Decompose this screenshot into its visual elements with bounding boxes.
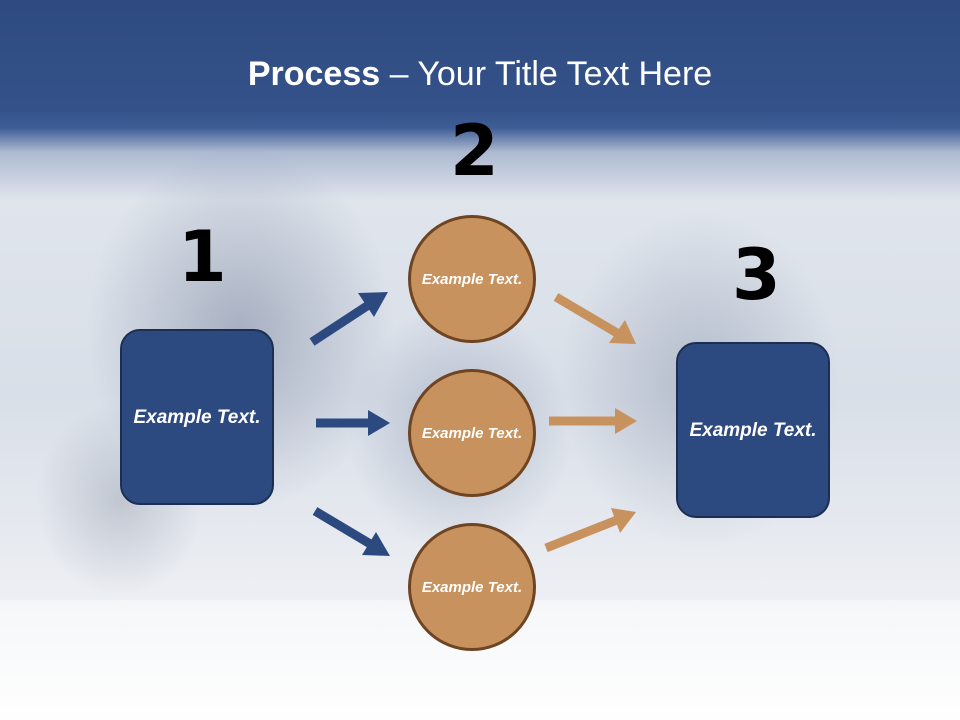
step-number-2: 2 — [450, 110, 499, 192]
process-circle-1[interactable]: Example Text. — [408, 215, 536, 343]
process-box-end-text: Example Text. — [689, 419, 817, 441]
arrow-left-bottom — [312, 507, 390, 556]
process-box-end[interactable]: Example Text. — [676, 342, 830, 518]
process-circle-3-text: Example Text. — [421, 578, 523, 596]
arrow-right-top — [553, 293, 636, 344]
process-circle-2-text: Example Text. — [421, 424, 523, 442]
process-circle-3[interactable]: Example Text. — [408, 523, 536, 651]
step-number-1: 1 — [178, 216, 227, 298]
process-box-start-text: Example Text. — [133, 406, 261, 428]
title-rest: – Your Title Text Here — [380, 55, 713, 93]
arrow-left-top — [309, 292, 388, 346]
arrow-right-middle — [549, 408, 637, 434]
title-bold: Process — [247, 55, 381, 93]
arrow-left-middle — [316, 410, 390, 436]
process-box-start[interactable]: Example Text. — [120, 329, 274, 505]
step-number-3: 3 — [732, 234, 781, 316]
process-circle-2[interactable]: Example Text. — [408, 369, 536, 497]
slide-title: Process – Your Title Text Here — [0, 52, 960, 96]
header-band — [0, 0, 960, 200]
arrow-right-bottom — [544, 508, 636, 553]
process-circle-1-text: Example Text. — [421, 270, 523, 288]
